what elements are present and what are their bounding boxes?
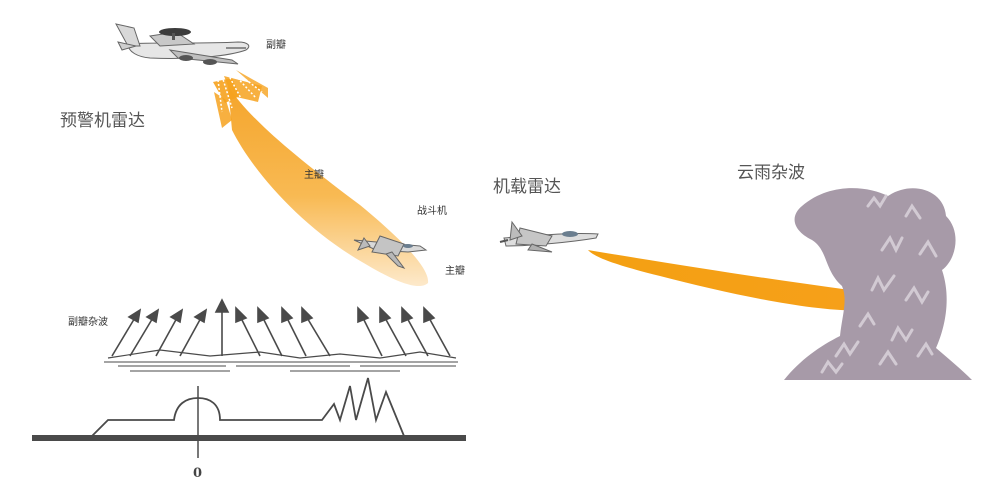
arrow-3 xyxy=(155,308,184,357)
arrow-2 xyxy=(129,308,160,357)
ground-surface xyxy=(104,349,458,372)
main-lobe-label-upper: 主瓣 xyxy=(304,170,324,181)
awacs-radar-label: 预警机雷达 xyxy=(60,111,145,131)
arrow-1 xyxy=(111,308,142,357)
cloud-clutter-label: 云雨杂波 xyxy=(737,163,805,183)
awacs-main-beam xyxy=(228,86,429,287)
awacs-side-lobes xyxy=(213,70,268,128)
arrow-6 xyxy=(235,306,261,357)
arrow-13 xyxy=(423,306,451,357)
airborne-radar-beam xyxy=(588,250,880,311)
main-lobe-label-lower: 主瓣 xyxy=(445,266,465,277)
arrow-7 xyxy=(257,306,283,357)
spectrum-curve xyxy=(91,377,405,437)
awacs-plane-icon xyxy=(115,23,250,65)
arrow-10 xyxy=(357,306,383,357)
airborne-radar-label: 机载雷达 xyxy=(493,177,561,197)
clutter-spectrum-plot xyxy=(32,377,466,458)
fighter-jet-icon xyxy=(353,235,428,269)
side-lobe-clutter-arrows xyxy=(111,298,451,357)
cloud-clutter xyxy=(784,188,972,380)
arrow-9 xyxy=(301,306,331,357)
zero-doppler-label: 0 xyxy=(193,466,203,481)
fighter-label: 战斗机 xyxy=(417,206,447,217)
arrow-12 xyxy=(401,306,429,357)
arrow-5 xyxy=(214,298,230,356)
arrow-4 xyxy=(179,308,208,357)
side-lobe-label: 副瓣 xyxy=(266,40,286,51)
arrow-8 xyxy=(281,306,307,357)
airborne-jet-icon xyxy=(499,220,599,253)
arrow-11 xyxy=(379,306,407,357)
side-lobe-clutter-label: 副瓣杂波 xyxy=(68,317,108,328)
